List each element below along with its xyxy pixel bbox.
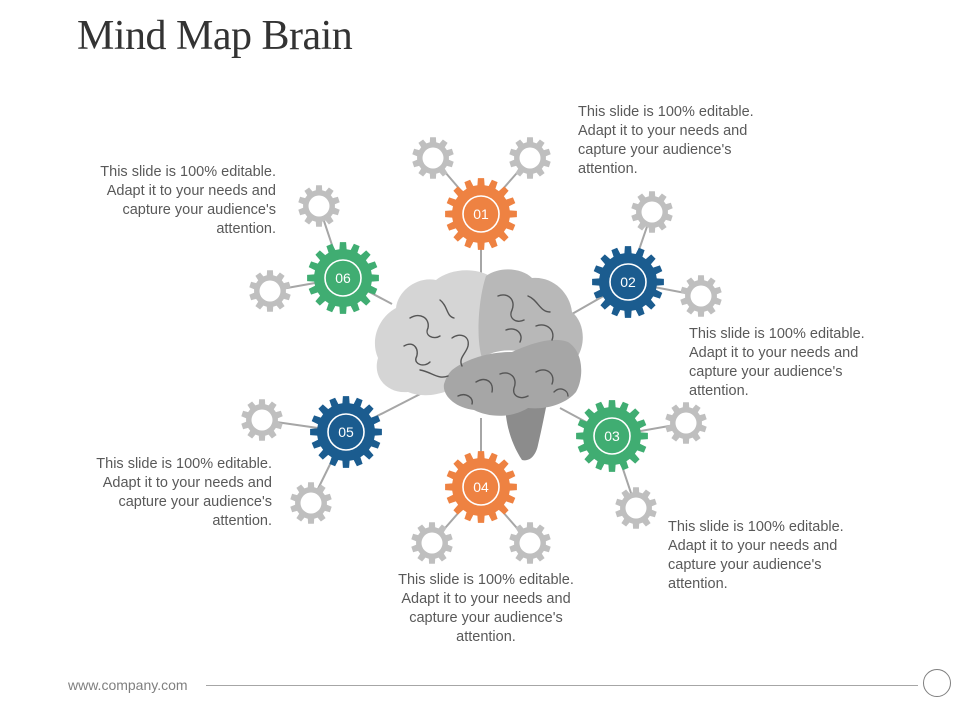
note-06-line: Adapt it to your needs and (106, 183, 276, 199)
note-06: This slide is 100% editable. Adapt it to… (66, 163, 276, 239)
brain-right-hemisphere (478, 269, 583, 359)
satellite-gear-hole (421, 532, 443, 554)
satellite-gear-hole (675, 412, 697, 434)
satellite-gear-hole (259, 280, 281, 302)
note-05-line: capture your audience's (118, 494, 272, 510)
note-04-line: This slide is 100% editable. (398, 572, 574, 588)
note-05: This slide is 100% editable. Adapt it to… (62, 455, 272, 531)
gear-06-ring (324, 259, 362, 297)
note-02-line: attention. (689, 383, 749, 399)
note-05-line: attention. (212, 513, 272, 529)
gear-labels-layer: 01 02 03 04 05 06 (335, 206, 636, 495)
satellite-gear-hole (519, 532, 541, 554)
note-05-line: This slide is 100% editable. (96, 456, 272, 472)
gears-layer (241, 137, 722, 564)
note-06-line: attention. (216, 221, 276, 237)
note-04: This slide is 100% editable. Adapt it to… (381, 571, 591, 647)
satellite-gear-hole (251, 409, 273, 431)
note-01-line: attention. (578, 161, 638, 177)
gear-05-icon (310, 396, 382, 468)
satellite-gear-hole (308, 195, 330, 217)
note-02-line: Adapt it to your needs and (689, 345, 859, 361)
satellite-gear-hole (690, 285, 712, 307)
brain-stem (505, 398, 548, 461)
brain-illustration (374, 269, 583, 461)
slide-title: Mind Map Brain (77, 13, 353, 59)
gear-04-ring (462, 468, 500, 506)
note-03-line: This slide is 100% editable. (668, 519, 844, 535)
satellite-gear-hole (300, 492, 322, 514)
note-01-line: This slide is 100% editable. (578, 104, 754, 120)
gear-05-ring (327, 413, 365, 451)
gear-01-ring (462, 195, 500, 233)
brain-folds (403, 294, 569, 405)
gear-02-label: 02 (620, 274, 636, 290)
gear-06-label: 06 (335, 270, 351, 286)
gear-06-icon (307, 242, 379, 314)
note-01: This slide is 100% editable. Adapt it to… (578, 103, 788, 179)
note-05-line: Adapt it to your needs and (102, 475, 272, 491)
footer-circle-icon (923, 669, 951, 697)
gear-01-icon (445, 178, 517, 250)
note-06-line: capture your audience's (122, 202, 276, 218)
gear-03-icon (576, 400, 648, 472)
note-04-line: capture your audience's (409, 610, 563, 626)
satellite-gear-hole (641, 201, 663, 223)
gear-05-label: 05 (338, 424, 354, 440)
note-03-line: attention. (668, 576, 728, 592)
note-03-line: capture your audience's (668, 557, 822, 573)
gear-01-label: 01 (473, 206, 489, 222)
note-02-line: This slide is 100% editable. (689, 326, 865, 342)
note-03: This slide is 100% editable. Adapt it to… (668, 518, 878, 594)
gear-02-icon (592, 246, 664, 318)
note-02-line: capture your audience's (689, 364, 843, 380)
footer-website[interactable]: www.company.com (68, 677, 188, 693)
gear-04-label: 04 (473, 479, 489, 495)
gear-03-label: 03 (604, 428, 620, 444)
gear-04-icon (445, 451, 517, 523)
gear-03-ring (593, 417, 631, 455)
footer-divider (206, 685, 918, 686)
satellite-gear-hole (519, 147, 541, 169)
satellite-gear-hole (625, 497, 647, 519)
brain-lower-lobe (443, 339, 582, 416)
note-01-line: Adapt it to your needs and (578, 123, 748, 139)
note-01-line: capture your audience's (578, 142, 732, 158)
note-04-line: Adapt it to your needs and (401, 591, 571, 607)
gear-02-ring (609, 263, 647, 301)
note-04-line: attention. (456, 629, 516, 645)
note-02: This slide is 100% editable. Adapt it to… (689, 325, 899, 401)
satellite-gear-hole (422, 147, 444, 169)
note-03-line: Adapt it to your needs and (668, 538, 838, 554)
note-06-line: This slide is 100% editable. (100, 164, 276, 180)
